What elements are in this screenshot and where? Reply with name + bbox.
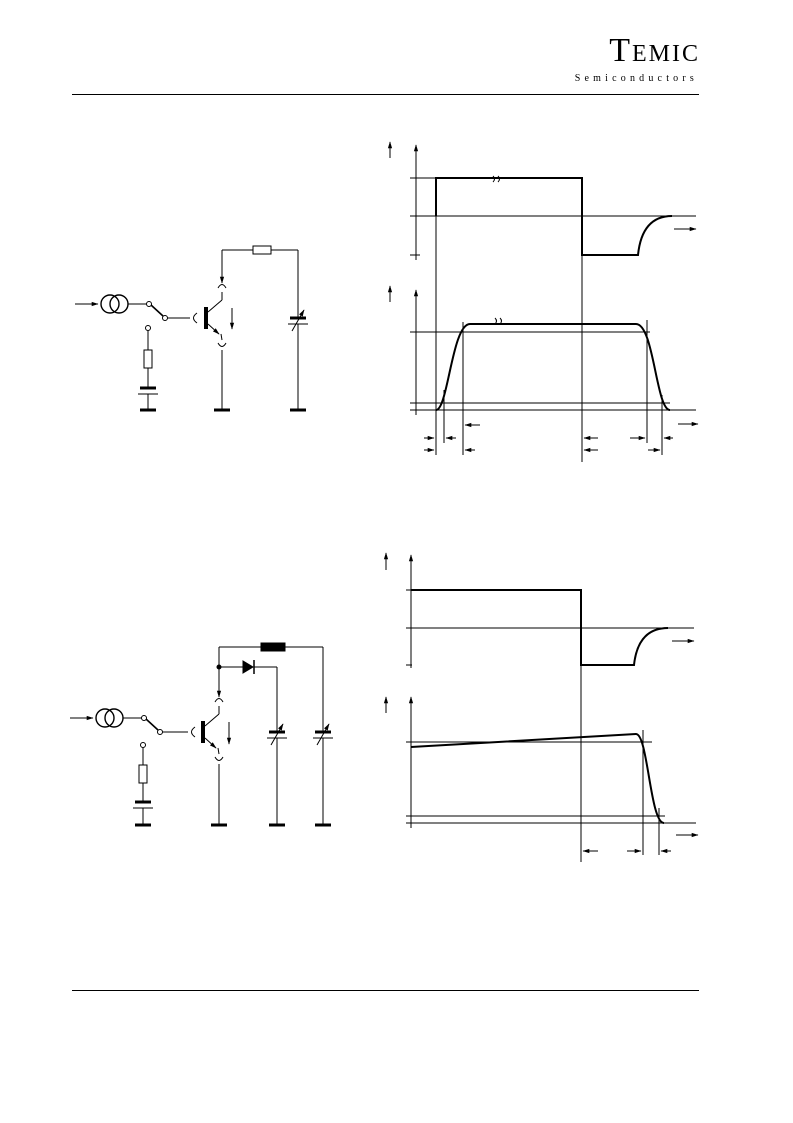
current-source-symbol xyxy=(95,708,124,728)
waveform-2-base-current xyxy=(383,552,695,668)
switch-symbol xyxy=(140,715,163,748)
inductor-symbol xyxy=(260,642,286,652)
transistor-symbol xyxy=(204,292,223,341)
waveform-2-collector-current xyxy=(383,665,699,862)
base-current-icon xyxy=(191,726,196,738)
switch-symbol xyxy=(145,301,168,331)
collector-current-icon xyxy=(217,284,227,289)
header-rule xyxy=(72,94,699,95)
logo-wordmark: TEMIC xyxy=(560,34,700,69)
test-circuit-1 xyxy=(75,245,308,412)
axis-break-icon xyxy=(494,317,502,325)
diode-symbol xyxy=(242,660,255,674)
current-source-symbol xyxy=(100,294,129,314)
battery-symbol xyxy=(133,800,153,809)
temic-logo: TEMIC Semiconductors xyxy=(560,34,700,85)
base-current-icon xyxy=(193,312,198,324)
waveform-1-collector-current xyxy=(387,178,699,462)
resistor-symbol xyxy=(138,764,148,784)
logo-rest: EMIC xyxy=(632,41,700,67)
emitter-current-icon xyxy=(217,342,227,347)
resistor-symbol xyxy=(143,349,153,369)
axis-break-icon xyxy=(492,175,500,183)
waveform-1-base-current xyxy=(387,141,697,260)
timing-arrows xyxy=(424,422,673,453)
footer-rule xyxy=(72,990,699,991)
test-circuit-2 xyxy=(70,642,333,827)
resistor-symbol xyxy=(252,245,272,255)
logo-subtitle: Semiconductors xyxy=(574,73,698,84)
transistor-symbol xyxy=(201,706,220,755)
emitter-current-icon xyxy=(214,756,224,761)
collector-current-icon xyxy=(214,698,224,703)
battery-symbol xyxy=(138,386,158,395)
logo-initial: T xyxy=(609,32,632,69)
